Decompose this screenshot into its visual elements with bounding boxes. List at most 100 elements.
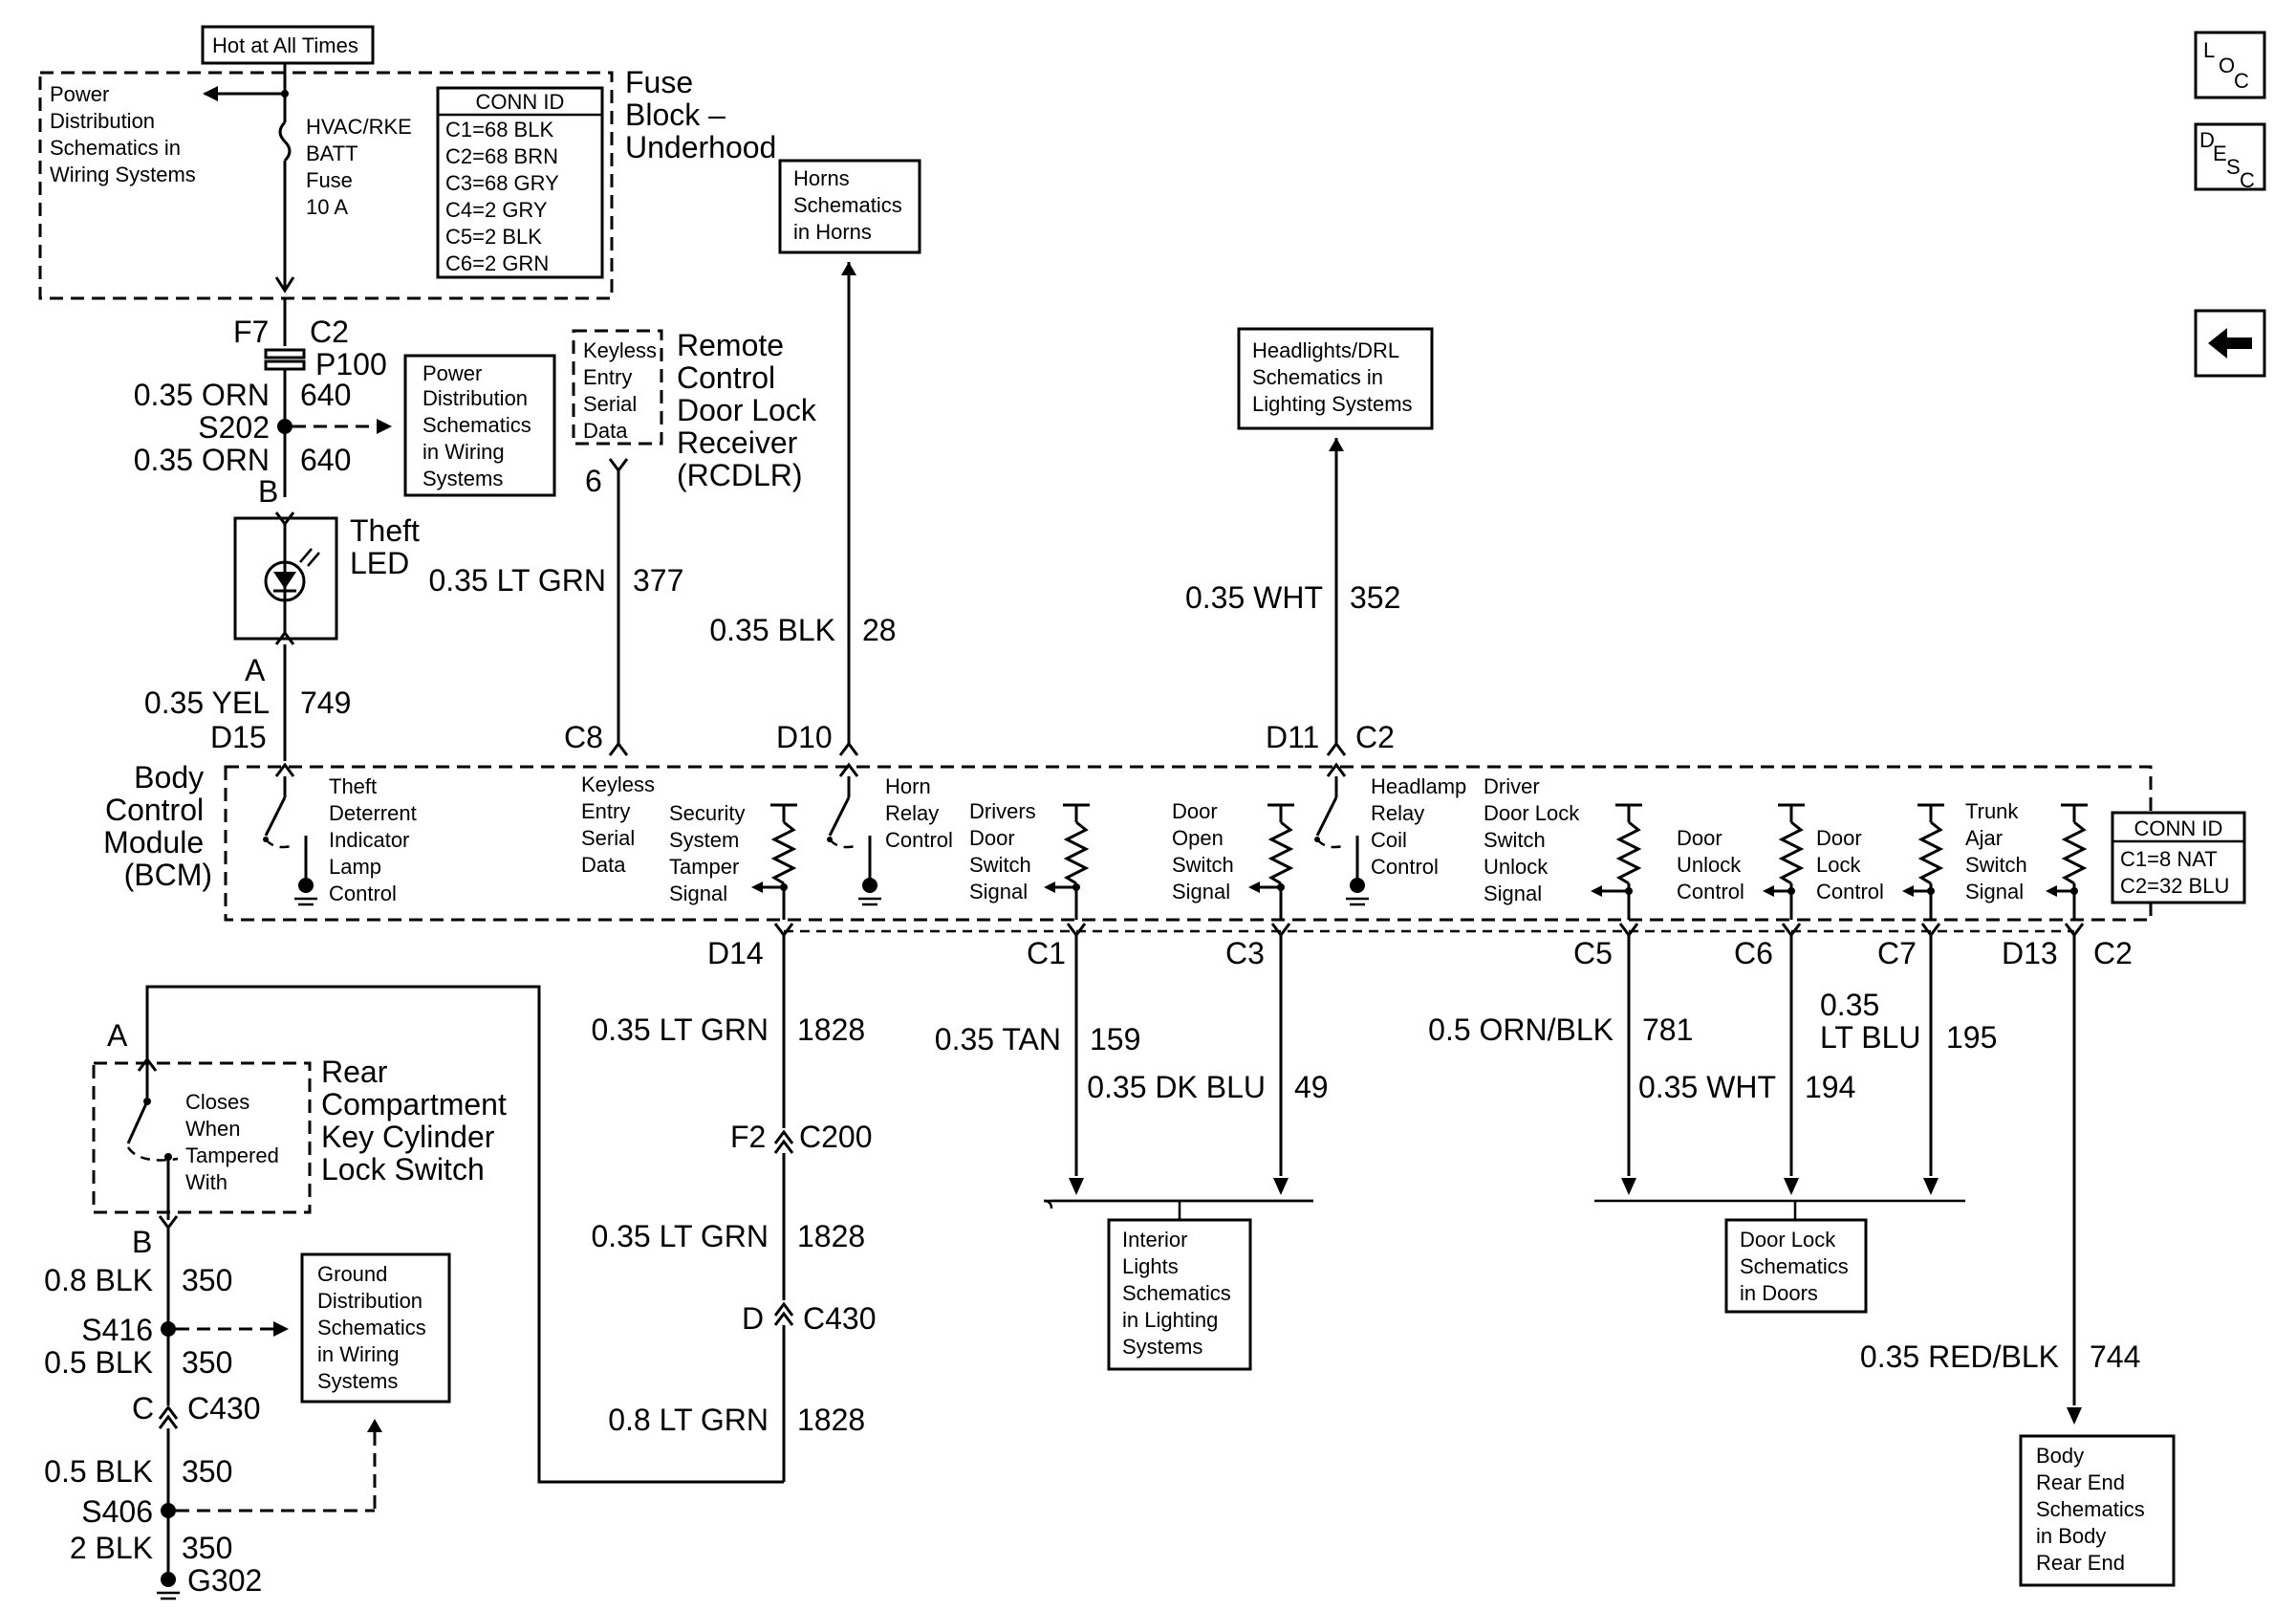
wire-781-color: 0.5 ORN/BLK [1428,1012,1614,1047]
pin-d11: D11 [1266,720,1319,754]
wire-159-number: 159 [1090,1022,1140,1056]
pin-c-rear: C [132,1391,154,1426]
power-distribution-ref-2: Power Distribution Schematics in Wiring … [403,354,556,497]
wire-640-number-2: 640 [300,443,351,477]
connector-c2-d13: C2 [2093,936,2133,970]
pin-a: A [245,653,266,687]
svg-text:E: E [2213,142,2227,165]
fuse-block-title: Fuse Block – Underhood [625,65,776,164]
wire-352-color: 0.35 WHT [1185,580,1323,615]
connector-c430: C430 [803,1301,877,1336]
bcm-title: Body Control Module (BCM) [103,760,212,892]
resistor-icon-5 [1778,820,1805,885]
svg-text:CONN ID: CONN ID [476,90,565,114]
desc-icon[interactable]: D E S C [2194,122,2266,192]
horn-relay-switch [828,796,851,837]
resistor-icon-7 [2061,820,2088,885]
pin-f7: F7 [233,315,269,349]
arrow-left-icon [203,86,218,101]
wire-744-number: 744 [2090,1339,2140,1374]
ground-g302: G302 [187,1563,262,1598]
lamp-control-switch [264,796,287,837]
connector-p100: P100 [315,347,387,381]
svg-text:Interior Lights Sc: Interior Lights Schematics in Lighting S… [1122,1228,1237,1359]
ground-icon-2 [862,878,877,893]
wire-49-number: 49 [1294,1070,1329,1104]
fuse-block-underhood [38,71,614,300]
wire-1828-color-2: 0.35 LT GRN [591,1219,769,1253]
pin-6: 6 [585,464,602,498]
door-lock-ref: Door Lock Schematics in Doors [1724,1218,1868,1314]
pin-d: D [742,1301,764,1336]
door-lock-label: Door Lock Control [1816,826,1884,903]
svg-text:Door Lock Schematics: Door Lock Schematics in Doors [1740,1228,1854,1305]
splice-s416 [161,1321,176,1337]
resistor-icon-3 [1267,820,1294,885]
wire-195-color: LT BLU [1820,1020,1921,1055]
pin-c7: C7 [1877,936,1917,970]
wire-350-color-2: 0.5 BLK [44,1345,153,1380]
svg-text:Power Distribution: Power Distribution Schematics in Wiring … [422,361,537,490]
headlights-drl-ref: Headlights/DRL Schematics in Lighting Sy… [1237,327,1434,430]
pin-b: B [258,474,278,509]
fuse-label: HVAC/RKE BATT Fuse 10 A [306,115,418,219]
bcm-conn-id-table: CONN ID C1=8 NAT C2=32 BLU [2111,811,2246,904]
horns-ref: Horns Schematics in Horns [778,159,921,254]
wire-377-number: 377 [633,563,683,598]
pin-d10: D10 [776,720,833,754]
driver-door-lock-unlock-label: Driver Door Lock Switch Unlock Signal [1484,774,1585,905]
fuse-icon [278,120,292,163]
wire-159-color: 0.35 TAN [935,1022,1061,1056]
theft-led-label: Theft LED [350,513,428,580]
splice-s202 [277,419,292,434]
wire-640-number: 640 [300,378,351,412]
rcdlr-module [572,329,663,446]
theft-deterrent-label: Theft Deterrent Indicator Lamp Control [329,774,422,905]
pin-c5: C5 [1573,936,1613,970]
svg-text:D: D [2199,128,2215,152]
wire-352-number: 352 [1350,580,1400,615]
wire-640-color-2: 0.35 ORN [134,443,270,477]
horn-relay-label: Horn Relay Control [885,774,953,852]
trunk-ajar-label: Trunk Ajar Switch Signal [1965,799,2033,903]
svg-text:C1=68 BLK C2=68 BRN: C1=68 BLK C2=68 BRN C3=68 GRY C4=2 GRY C… [445,118,565,275]
wire-744-color: 0.35 RED/BLK [1860,1339,2059,1374]
wire-377-color: 0.35 LT GRN [428,563,606,598]
keyless-entry-serial-data-label: Keyless Entry Serial Data [581,773,661,877]
connector-c2-bcm: C2 [1355,720,1395,754]
svg-text:O: O [2219,54,2235,77]
power-distribution-ref: Power Distribution Schematics in Wiring … [50,82,196,186]
back-arrow-icon[interactable] [2194,309,2266,378]
rcdlr-title: Remote Control Door Lock Receiver (RCDLR… [677,328,825,492]
resistor-icon [770,820,797,885]
body-rear-end-ref: Body Rear End Schematics in Body Rear En… [2019,1434,2176,1587]
resistor-icon-6 [1917,820,1944,885]
svg-text:Ground Distribution: Ground Distribution Schematics in Wiring… [317,1262,432,1393]
svg-text:C1=8 NAT C2=32 BLU: C1=8 NAT C2=32 BLU [2120,847,2229,898]
loc-icon[interactable]: L O C [2194,31,2266,99]
pin-a-rear: A [107,1018,128,1053]
pin-f2: F2 [730,1120,766,1154]
rcdlr-keyless-entry-label: Keyless Entry Serial Data [583,338,662,443]
splice-s202-label: S202 [198,410,270,445]
splice-s406-label: S406 [81,1494,153,1529]
fuse-conn-id-table: CONN ID C1=68 BLK C2=68 BRN C3=68 GRY C4… [436,86,604,279]
led-icon [264,560,306,602]
wire-1828-number-2: 1828 [797,1219,865,1253]
svg-text:Hot at All Times: Hot at All Times [212,33,358,57]
closes-when-tampered-label: Closes When Tampered With [185,1090,285,1194]
svg-text:Body Rear End Sche: Body Rear End Schematics in Body Rear En… [2036,1444,2151,1575]
security-tamper-label: Security System Tamper Signal [669,801,751,905]
resistor-icon-4 [1615,820,1642,885]
pin-c6: C6 [1734,936,1773,970]
pin-c8: C8 [564,720,603,754]
wire-1828-color: 0.35 LT GRN [591,1012,769,1047]
resistor-icon-2 [1063,820,1090,885]
svg-text:L: L [2203,38,2215,62]
svg-text:Headlights/DRL Schematic: Headlights/DRL Schematics in Lighting Sy… [1252,338,1413,416]
pin-d13: D13 [2002,936,2058,970]
wire-194-number: 194 [1805,1070,1855,1104]
ground-icon-3 [1350,878,1365,893]
connector-c200: C200 [799,1120,873,1154]
